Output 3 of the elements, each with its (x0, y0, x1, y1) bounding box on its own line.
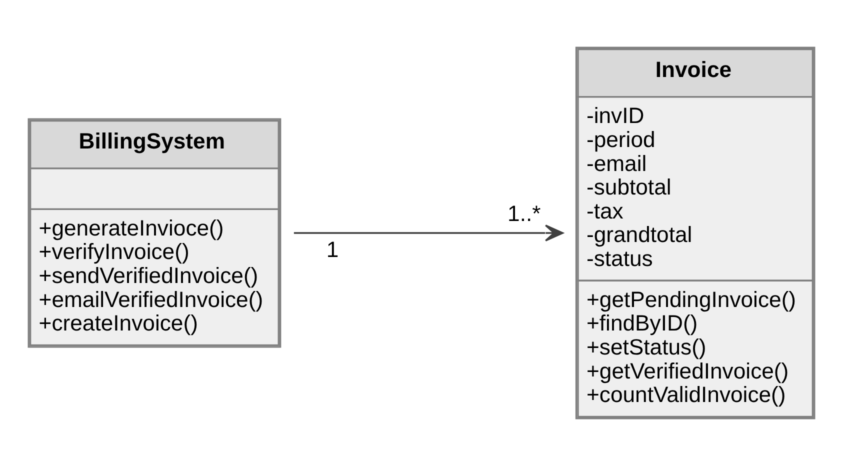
arrow (294, 224, 564, 242)
label: 1..* (508, 200, 541, 226)
label: 1 (326, 236, 339, 262)
